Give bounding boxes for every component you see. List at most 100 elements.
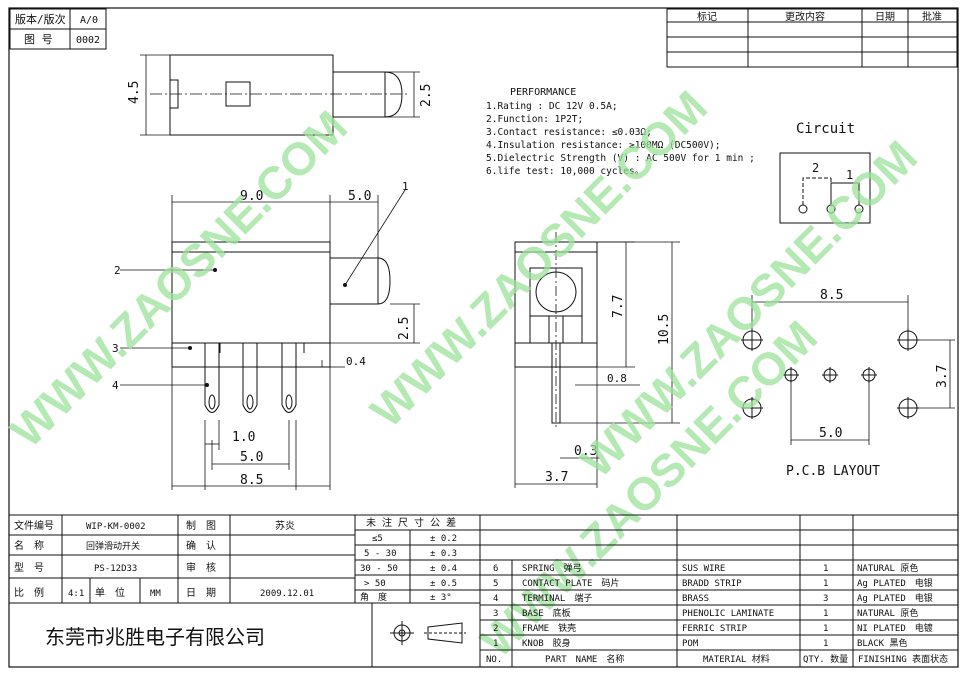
bom-row-material: BRASS	[682, 594, 709, 604]
tb-unit-value: MM	[150, 589, 161, 599]
tolerance-range-2: 5 - 30	[364, 549, 397, 559]
dim-front-body: 9.0	[240, 189, 263, 204]
tb-drawn-value: 苏炎	[275, 519, 295, 532]
tolerance-title: 未 注 尺 寸 公 差	[366, 516, 456, 529]
sheet-border	[8, 7, 959, 668]
callout-label-2: 2	[114, 264, 121, 277]
tb-drawn-label: 制 图	[186, 519, 216, 532]
performance-line-3: 3.Contact resistance: ≤0.03Ω;	[486, 127, 652, 138]
bom-row-material: BRADD STRIP	[682, 579, 742, 589]
tb-name-value: 回弹滑动开关	[86, 540, 140, 552]
bom-row-material: PHENOLIC LAMINATE	[682, 609, 774, 619]
tb-date-value: 2009.12.01	[260, 589, 314, 599]
bom-table: 6 SPRING 弹弓 SUS WIRE 1 NATURAL 原色 5 CONT…	[486, 562, 948, 665]
dim-front-pitch: 1.0	[232, 430, 255, 445]
version-header: 版本/版次 A/0 图 号 0002	[9, 8, 107, 50]
tolerance-value-4: ± 0.5	[430, 579, 457, 589]
dim-front-frame: 0.4	[346, 355, 366, 368]
tb-confirm-label: 确 认	[186, 539, 216, 552]
bom-row-part: CONTACT PLATE 码片	[522, 577, 619, 589]
bom-row-material: SUS WIRE	[682, 564, 725, 574]
bom-row-part: BASE 底板	[522, 607, 571, 619]
bom-row-qty: 3	[823, 594, 828, 604]
bom-row-qty: 1	[823, 624, 828, 634]
version-label: 版本/版次	[15, 12, 66, 26]
bom-row-qty: 1	[823, 564, 828, 574]
tolerance-range-3: 30 - 50	[360, 564, 398, 574]
performance-line-4: 4.Insulation resistance: ≥100MΩ (DC500V)…	[486, 140, 721, 151]
bom-row-finishing: NATURAL 原色	[857, 562, 918, 574]
pcb-layout	[741, 295, 955, 445]
top-view	[140, 54, 420, 136]
tolerance-value-2: ± 0.3	[430, 549, 457, 559]
dim-side-height: 7.7	[611, 295, 626, 318]
bom-row-finishing: NI PLATED 电镀	[857, 622, 933, 634]
tb-name-label: 名 称	[14, 539, 44, 552]
performance-line-5: 5.Dielectric Strength (V) : AC 500V for …	[486, 153, 755, 164]
dim-side-total: 10.5	[657, 314, 672, 345]
bom-row-material: POM	[682, 639, 699, 649]
bom-row-finishing: BLACK 黑色	[857, 637, 908, 649]
callout-dot-4	[205, 383, 209, 387]
callout-dot-1	[343, 283, 347, 287]
bom-row-part: SPRING 弹弓	[522, 562, 582, 574]
performance-line-6: 6.life test: 10,000 cycles。	[486, 166, 644, 177]
side-view	[514, 232, 680, 488]
dim-front-knob: 5.0	[348, 189, 371, 204]
dim-side-pin: 0.3	[574, 444, 597, 459]
callout-label-4: 4	[112, 379, 119, 392]
pcb-dim-height: 3.7	[935, 365, 950, 388]
callout-label-3: 3	[112, 342, 119, 355]
rev-header-date: 日期	[875, 11, 895, 23]
performance-line-2: 2.Function: 1P2T;	[486, 114, 583, 125]
dim-front-total: 8.5	[240, 473, 263, 488]
tb-scale-label: 比 例	[14, 586, 44, 599]
pcb-title: P.C.B LAYOUT	[786, 464, 880, 479]
tolerance-value-1: ± 0.2	[430, 534, 457, 544]
tolerance-table: 未 注 尺 寸 公 差 ≤5 ± 0.2 5 - 30 ± 0.3 30 - 5…	[360, 516, 457, 603]
dim-side-frame: 0.8	[607, 372, 627, 385]
pcb-dim-pitch: 5.0	[819, 426, 842, 441]
bom-row-qty: 1	[823, 639, 828, 649]
tb-scale-value: 4:1	[68, 589, 84, 599]
bom-row-part: KNOB 胶身	[522, 637, 571, 649]
bom-row-no: 4	[493, 594, 498, 604]
callout-label-1: 1	[402, 180, 409, 193]
bom-row-no: 3	[493, 609, 498, 619]
bom-row-part: FRAME 铁壳	[522, 622, 576, 634]
bom-header-no: NO.	[486, 655, 502, 665]
rev-header-content: 更改内容	[785, 10, 825, 23]
title-block-grid	[9, 514, 958, 667]
bom-row-no: 5	[493, 579, 498, 589]
bom-row-no: 2	[493, 624, 498, 634]
bom-row-finishing: Ag PLATED 电银	[857, 577, 933, 589]
bom-row-no: 6	[493, 564, 498, 574]
bom-row-material: FERRIC STRIP	[682, 624, 748, 634]
bom-header-qty: QTY. 数量	[803, 653, 848, 665]
performance-title: PERFORMANCE	[510, 87, 576, 98]
bom-row-part: TERMINAL 端子	[522, 592, 592, 604]
bom-header-part: PART NAME 名称	[545, 653, 624, 665]
drawing-no-value: 0002	[76, 35, 100, 46]
tb-company: 东莞市兆胜电子有限公司	[45, 625, 265, 649]
bom-row-no: 1	[493, 639, 498, 649]
front-view	[120, 189, 420, 490]
rev-header-mark: 标记	[697, 11, 717, 23]
bom-row-qty: 1	[823, 579, 828, 589]
performance-block: PERFORMANCE 1.Rating : DC 12V 0.5A; 2.Fu…	[486, 87, 755, 177]
bom-row-finishing: Ag PLATED 电银	[857, 592, 933, 604]
pcb-dim-width: 8.5	[820, 288, 843, 303]
bom-header-material: MATERIAL 材料	[703, 653, 770, 665]
tb-review-label: 审 核	[186, 561, 216, 574]
dim-top-height: 4.5	[127, 81, 142, 104]
tolerance-range-4: > 50	[364, 579, 386, 589]
dim-front-pitch2: 5.0	[240, 450, 263, 465]
tolerance-value-3: ± 0.4	[430, 564, 457, 574]
bom-header-finishing: FINISHING 表面状态	[858, 653, 948, 665]
rev-header-approve: 批准	[922, 10, 942, 23]
drawing-no-label: 图 号	[24, 33, 53, 46]
tolerance-range-5: 角 度	[360, 591, 387, 603]
callout-dot-3	[188, 346, 192, 350]
callout-dot-2	[213, 268, 217, 272]
